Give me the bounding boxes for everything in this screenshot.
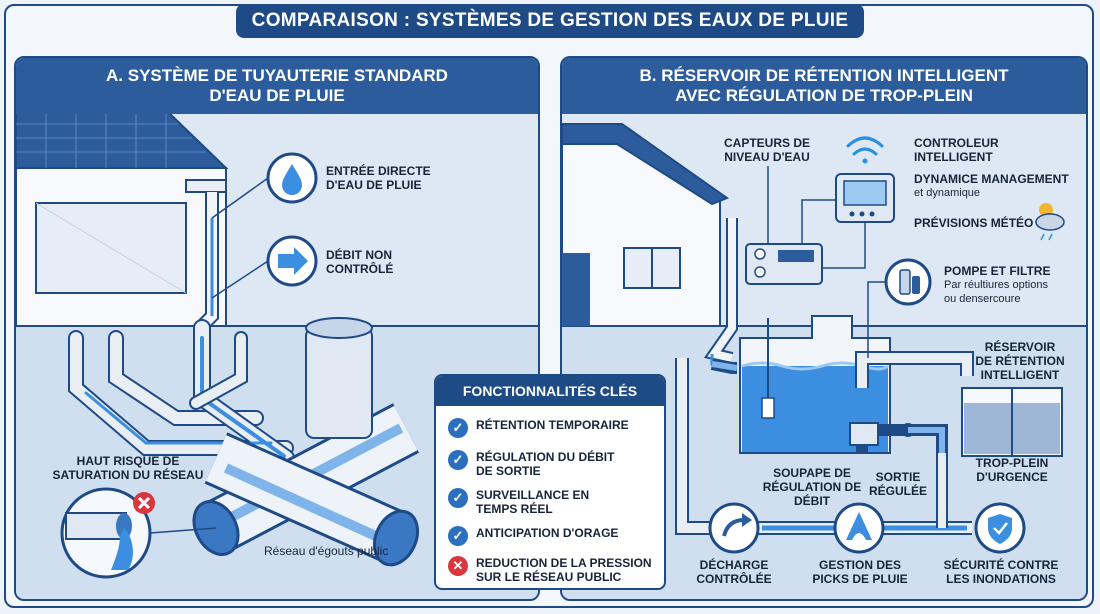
feature-item: ✓ ANTICIPATION D'ORAGE (448, 526, 656, 546)
check-icon: ✓ (448, 418, 468, 438)
wifi-icon (846, 136, 884, 164)
water-drop-icon (266, 152, 318, 204)
key-features-box: FONCTIONNALITÉS CLÉS ✓ RÉTENTION TEMPORA… (434, 374, 666, 590)
check-icon: ✓ (448, 488, 468, 508)
cross-icon (133, 492, 155, 514)
smart-system-illustration (562, 123, 1086, 599)
cross-icon: ✕ (448, 556, 468, 576)
shield-icon (974, 502, 1026, 554)
page-title: COMPARAISON : SYSTÈMES DE GESTION DES EA… (236, 4, 864, 38)
label-dynamic-sub: et dynamique (914, 187, 981, 199)
label-pompe-filtre: POMPE ET FILTRE (944, 264, 1051, 278)
pump-filter-icon (884, 258, 932, 306)
discharge-arrow-icon (708, 502, 760, 554)
feature-item: ✓ RÉTENTION TEMPORAIRE (448, 418, 656, 438)
label-dynamic-management: DYNAMICE MANAGEMENT (914, 172, 1069, 186)
label-previsions-meteo: PRÉVISIONS MÉTÉO (914, 216, 1034, 230)
peak-management-icon (833, 502, 885, 554)
label-reseau-egouts: Réseau d'égouts public (264, 544, 389, 558)
check-icon: ✓ (448, 526, 468, 546)
check-icon: ✓ (448, 450, 468, 470)
flow-arrow-icon (266, 235, 318, 287)
weather-cloud-icon (1035, 203, 1065, 241)
key-features-title: FONCTIONNALITÉS CLÉS (436, 376, 664, 406)
